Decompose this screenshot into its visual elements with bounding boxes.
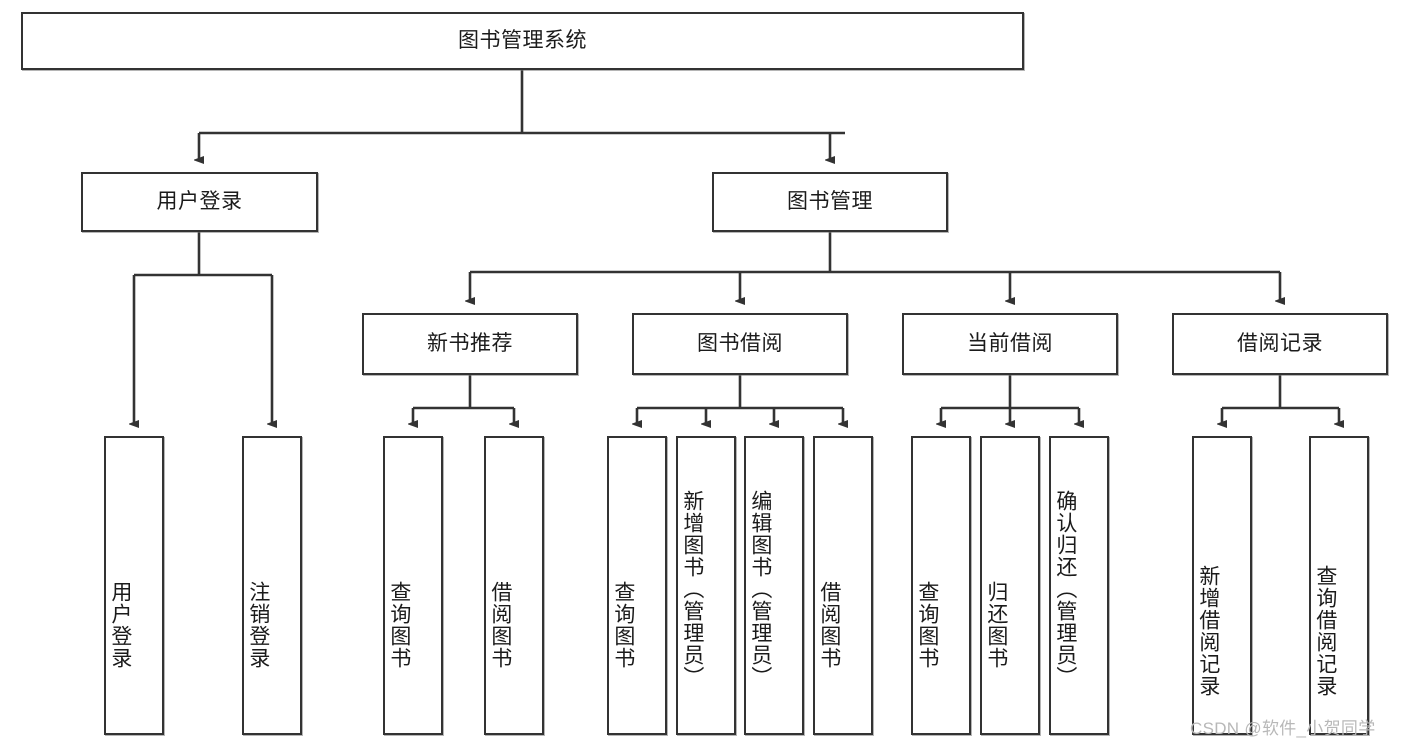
leaf-borrow-record-query-record[interactable]: 查询借阅记录 [1309, 436, 1369, 735]
node-borrow-record[interactable]: 借阅记录 [1172, 313, 1388, 375]
node-label: 借阅图书 [488, 580, 512, 669]
node-new-book-recommend[interactable]: 新书推荐 [362, 313, 578, 375]
leaf-book-borrow-borrow-book[interactable]: 借阅图书 [813, 436, 873, 735]
node-label: 新增图书（管理员） [680, 489, 704, 688]
node-label: 图书借阅 [697, 331, 783, 355]
leaf-user-login-logout[interactable]: 注销登录 [242, 436, 302, 735]
leaf-new-book-borrow-book[interactable]: 借阅图书 [484, 436, 544, 735]
node-label: 新增借阅记录 [1196, 564, 1220, 697]
node-label: 查询图书 [611, 580, 635, 669]
node-label: 图书管理系统 [458, 28, 587, 52]
leaf-current-borrow-return-book[interactable]: 归还图书 [980, 436, 1040, 735]
leaf-new-book-query-book[interactable]: 查询图书 [383, 436, 443, 735]
node-label: 新书推荐 [427, 331, 513, 355]
node-label: 确认归还（管理员） [1053, 489, 1077, 688]
leaf-borrow-record-add-record[interactable]: 新增借阅记录 [1192, 436, 1252, 735]
csdn-watermark: CSDN @软件_小贺同学 [1190, 719, 1376, 738]
node-label: 当前借阅 [967, 331, 1053, 355]
node-label: 用户登录 [156, 189, 243, 213]
node-user-login[interactable]: 用户登录 [81, 172, 318, 232]
node-label: 注销登录 [246, 580, 270, 669]
leaf-current-borrow-query-book[interactable]: 查询图书 [911, 436, 971, 735]
node-label: 借阅记录 [1237, 331, 1323, 355]
node-label: 查询借阅记录 [1313, 564, 1337, 697]
node-label: 编辑图书（管理员） [748, 489, 772, 688]
node-label: 归还图书 [984, 580, 1008, 669]
node-current-borrow[interactable]: 当前借阅 [902, 313, 1118, 375]
node-root-book-management-system[interactable]: 图书管理系统 [21, 12, 1024, 70]
leaf-book-borrow-query-book[interactable]: 查询图书 [607, 436, 667, 735]
node-label: 查询图书 [915, 580, 939, 669]
leaf-book-borrow-add-book-admin[interactable]: 新增图书（管理员） [676, 436, 736, 735]
leaf-book-borrow-edit-book-admin[interactable]: 编辑图书（管理员） [744, 436, 804, 735]
node-book-borrow[interactable]: 图书借阅 [632, 313, 848, 375]
node-label: 用户登录 [108, 580, 132, 669]
node-label: 查询图书 [387, 580, 411, 669]
leaf-user-login-login[interactable]: 用户登录 [104, 436, 164, 735]
leaf-current-borrow-confirm-return-admin[interactable]: 确认归还（管理员） [1049, 436, 1109, 735]
node-label: 借阅图书 [817, 580, 841, 669]
node-book-management[interactable]: 图书管理 [712, 172, 948, 232]
node-label: 图书管理 [787, 189, 873, 213]
